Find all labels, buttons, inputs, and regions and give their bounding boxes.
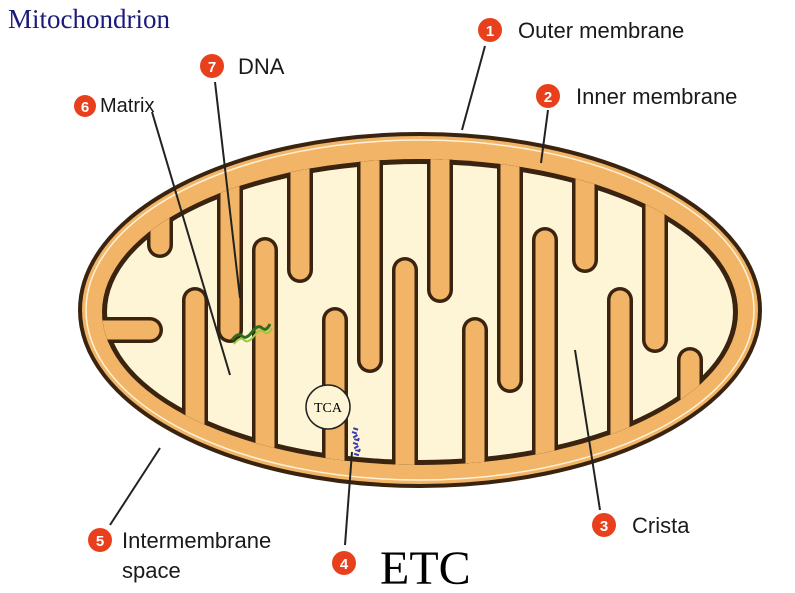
label-outer-membrane: 1 Outer membrane [478,18,684,43]
label-matrix: 6 Matrix [74,95,154,117]
label-text: Matrix [100,95,154,117]
label-inner-membrane: 2 Inner membrane [536,84,737,109]
label-text: Outer membrane [518,18,684,43]
tca-label: TCA [314,401,343,416]
label-text: Crista [632,513,690,538]
badge-7 [200,54,224,78]
badge-number: 5 [96,533,104,550]
leader-crista [574,349,601,511]
badge-5 [88,528,112,552]
tca-cycle-circle [305,384,351,430]
badge-6 [74,95,96,117]
label-text: Intermembrane [122,528,271,553]
badge-number: 3 [600,518,608,535]
badge-number: 6 [81,99,89,116]
leader-intermembrane [109,447,161,526]
dna-strand [230,323,272,341]
badge-number: 4 [340,556,349,573]
leader-matrix [151,111,231,376]
label-dna: 7 DNA [200,54,285,79]
label-intermembrane-space: 5 Intermembrane space [88,528,271,583]
leader-dna [214,81,241,299]
label-text: DNA [238,54,285,79]
badge-1 [478,18,502,42]
diagram-title: Mitochondrion [8,4,170,34]
badge-3 [592,513,616,537]
etc-complex [351,427,361,457]
label-text: Inner membrane [576,84,737,109]
badge-number: 7 [208,59,216,76]
leader-inner-membrane [540,109,549,164]
label-etc: 4 ETC [332,542,471,593]
leader-outer-membrane [461,45,486,131]
badge-number: 1 [486,23,494,40]
badge-4 [332,551,356,575]
badge-number: 2 [544,89,552,106]
label-text-line2: space [122,558,181,583]
label-crista: 3 Crista [592,513,690,538]
leader-etc [344,451,353,546]
label-text: ETC [380,542,471,593]
badge-2 [536,84,560,108]
